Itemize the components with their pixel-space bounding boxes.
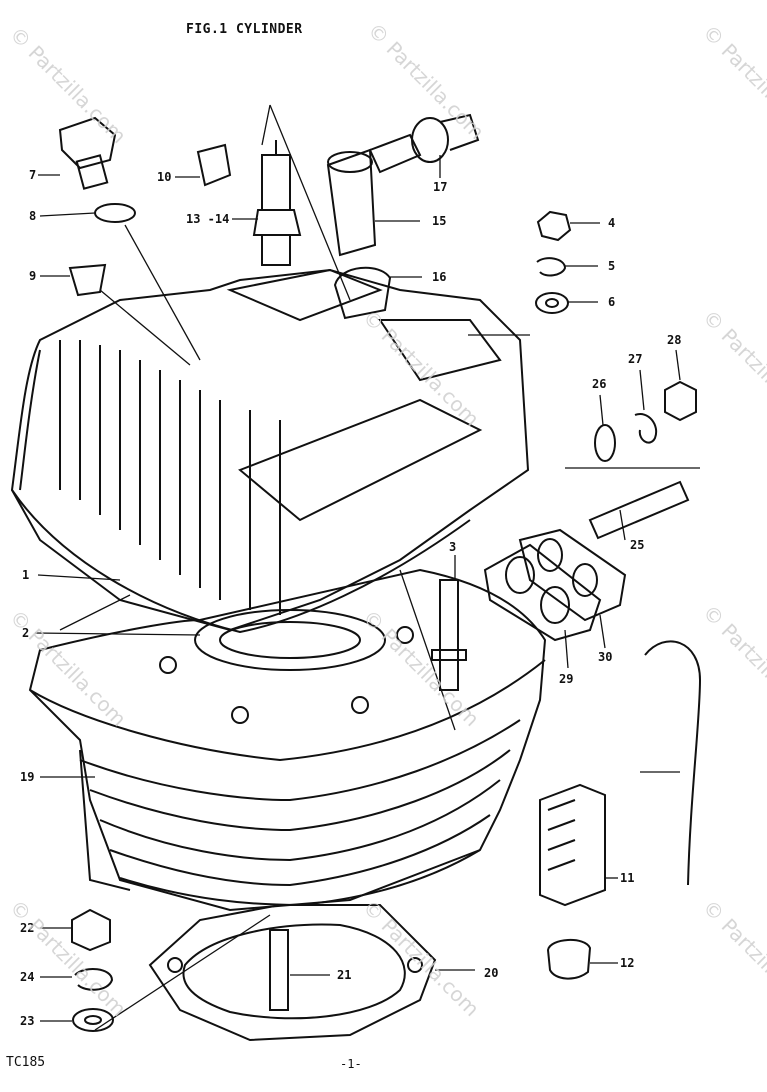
callout-12: 12 <box>620 956 635 970</box>
callout-24: 25 <box>630 538 645 552</box>
cap-10-drawing <box>196 143 232 187</box>
callout-2: 2 <box>22 626 30 640</box>
callout-25: 26 <box>592 377 607 391</box>
lock-washer-26-drawing <box>634 413 658 444</box>
callout-4: 4 <box>608 216 616 230</box>
callout-10: 10 <box>157 170 172 184</box>
callout-19: 20 <box>484 966 499 980</box>
stud-24-drawing <box>588 480 690 540</box>
callout-7: 7 <box>29 168 37 182</box>
washer-25-drawing <box>594 424 616 462</box>
callout-15: 15 <box>432 214 447 228</box>
washer-8-drawing <box>94 203 136 223</box>
callout-22: 23 <box>20 1014 35 1028</box>
callout-23: 24 <box>20 970 35 984</box>
callout-8: 8 <box>29 209 37 223</box>
callout-17: 17 <box>433 180 448 194</box>
lock-washer-5-drawing <box>536 257 567 277</box>
base-gasket-drawing <box>148 904 437 1042</box>
stud-3-drawing <box>439 579 459 691</box>
callout-26: 27 <box>628 352 643 366</box>
callout-13-14: 13 -14 <box>186 212 230 226</box>
washer-22-drawing <box>72 1008 114 1032</box>
callout-21: 22 <box>20 921 35 935</box>
callout-20: 21 <box>337 968 352 982</box>
intake-gasket-drawing <box>483 543 602 642</box>
hose-30-drawing <box>644 640 702 886</box>
callout-29: 30 <box>598 650 613 664</box>
rubber-block-11-drawing <box>539 783 606 907</box>
washer-6-drawing <box>535 292 569 314</box>
callout-16: 16 <box>432 270 447 284</box>
intake-spacer-drawing <box>518 528 627 622</box>
callout-6: 6 <box>608 295 616 309</box>
callout-11: 11 <box>620 871 635 885</box>
lock-washer-23-drawing <box>74 968 114 991</box>
callout-28: 29 <box>559 672 574 686</box>
cap-12-drawing <box>546 939 592 980</box>
plug-9-drawing <box>68 263 107 297</box>
grommet-16-drawing <box>333 266 392 320</box>
nut-4-drawing <box>536 210 572 242</box>
cylinder-head-drawing <box>10 268 530 634</box>
nut-21-drawing <box>71 908 111 952</box>
rubber-cap-drawing <box>411 113 480 163</box>
callout-9: 9 <box>29 269 37 283</box>
head-gasket-drawing <box>194 609 386 671</box>
nut-27-drawing <box>664 380 697 422</box>
callout-1: 1 <box>22 568 30 582</box>
spark-plug-drawing <box>252 140 302 266</box>
plug-cap-drawing <box>326 133 422 257</box>
page-number: -1- <box>340 1057 362 1071</box>
callout-18: 19 <box>20 770 35 784</box>
figure-title: FIG.1 CYLINDER <box>186 22 303 37</box>
stud-20-drawing <box>269 929 289 1011</box>
bolt-7-drawing <box>58 116 117 170</box>
callout-5: 5 <box>608 259 616 273</box>
model-code: TC185 <box>6 1055 46 1070</box>
callout-27: 28 <box>667 333 682 347</box>
callout-3: 3 <box>449 540 457 554</box>
cylinder-block-drawing <box>28 568 547 912</box>
